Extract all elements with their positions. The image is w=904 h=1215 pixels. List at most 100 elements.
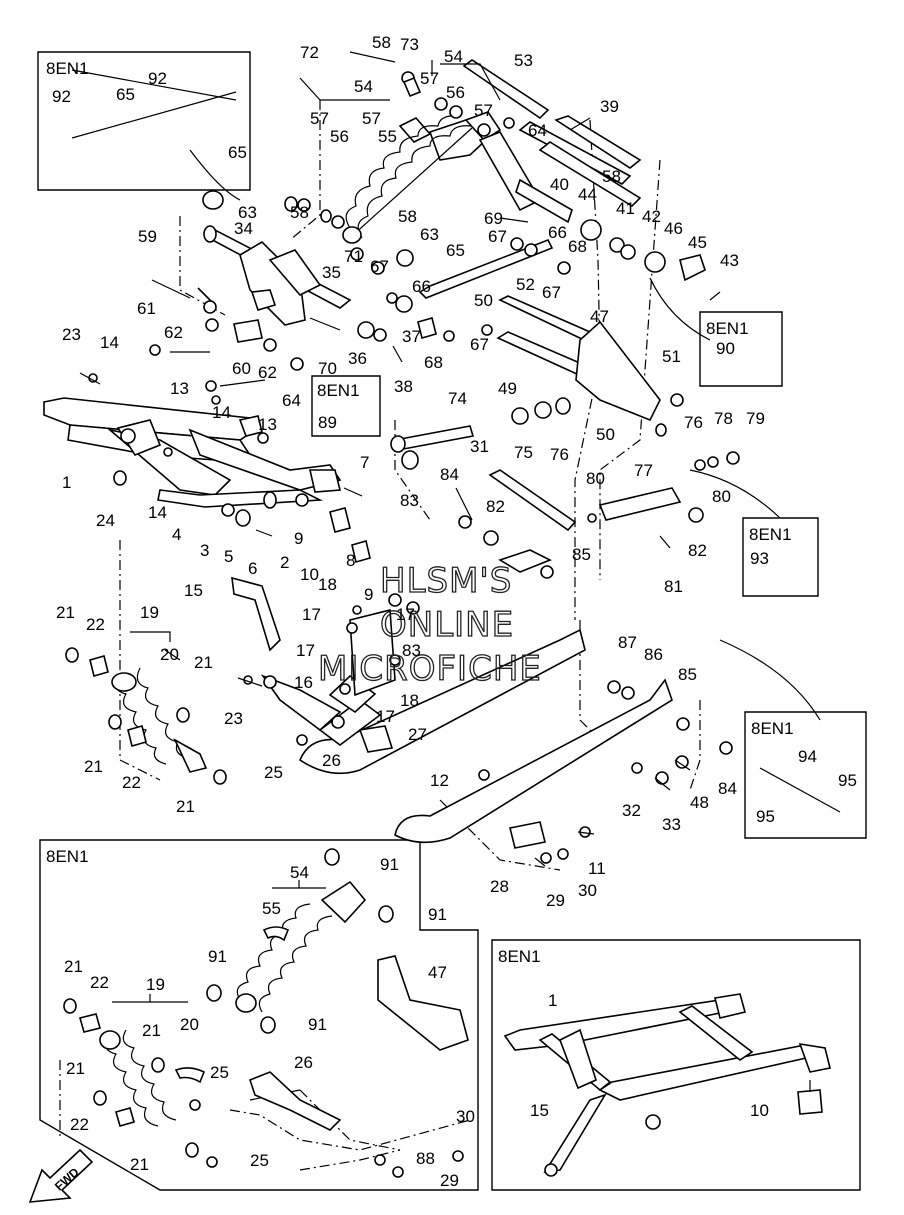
callout-64: 64 <box>282 391 301 410</box>
callout-22: 22 <box>70 1115 89 1134</box>
callout-65: 65 <box>116 85 135 104</box>
fwd-arrow: FWD <box>28 1148 94 1203</box>
callout-15: 15 <box>184 581 203 600</box>
callout-31: 31 <box>470 437 489 456</box>
callout-34: 34 <box>234 219 253 238</box>
callout-17: 17 <box>296 641 315 660</box>
callout-88: 88 <box>416 1149 435 1168</box>
callout-58: 58 <box>372 33 391 52</box>
callout-68: 68 <box>424 353 443 372</box>
callout-46: 46 <box>664 219 683 238</box>
shock-absorber-main <box>342 111 502 244</box>
callout-17: 17 <box>376 707 395 726</box>
callout-54: 54 <box>444 47 463 66</box>
callout-53: 53 <box>514 51 533 70</box>
callout-26: 26 <box>294 1053 313 1072</box>
callout-67: 67 <box>470 335 489 354</box>
callout-76: 76 <box>684 413 703 432</box>
callout-81: 81 <box>664 577 683 596</box>
callout-9: 9 <box>364 585 373 604</box>
callout-57: 57 <box>362 109 381 128</box>
callout-92: 92 <box>52 87 71 106</box>
brackets <box>231 576 546 849</box>
callout-39: 39 <box>600 97 619 116</box>
callout-28: 28 <box>490 877 509 896</box>
rear-arm <box>203 225 352 326</box>
callout-58: 58 <box>290 203 309 222</box>
callout-21: 21 <box>56 603 75 622</box>
callout-95: 95 <box>838 771 857 790</box>
callout-36: 36 <box>348 349 367 368</box>
callout-82: 82 <box>486 497 505 516</box>
callout-80: 80 <box>586 469 605 488</box>
callout-54: 54 <box>354 77 373 96</box>
callout-67: 67 <box>488 227 507 246</box>
callout-19: 19 <box>140 603 159 622</box>
callout-12: 12 <box>430 771 449 790</box>
callout-14: 14 <box>100 333 119 352</box>
callout-29: 29 <box>440 1171 459 1190</box>
callout-21: 21 <box>64 957 83 976</box>
front-arm-frame <box>43 397 342 508</box>
inset-label: 8EN1 <box>498 947 541 966</box>
inset-label: 8EN1 <box>317 381 360 400</box>
callout-93: 93 <box>750 549 769 568</box>
callout-68: 68 <box>568 237 587 256</box>
callout-44: 44 <box>578 185 597 204</box>
callout-59: 59 <box>138 227 157 246</box>
callout-33: 33 <box>662 815 681 834</box>
inset-frame-top-left <box>37 51 251 191</box>
callout-45: 45 <box>688 233 707 252</box>
callout-95: 95 <box>756 807 775 826</box>
callout-41: 41 <box>616 199 635 218</box>
callout-1: 1 <box>548 991 557 1010</box>
callout-5: 5 <box>224 547 233 566</box>
callout-91: 91 <box>308 1015 327 1034</box>
callout-15: 15 <box>530 1101 549 1120</box>
callout-37: 37 <box>402 327 421 346</box>
callout-19: 19 <box>146 975 165 994</box>
callout-85: 85 <box>678 665 697 684</box>
callout-83: 83 <box>400 491 419 510</box>
callout-9: 9 <box>294 529 303 548</box>
hardware <box>65 71 740 864</box>
callout-21: 21 <box>194 653 213 672</box>
callout-54: 54 <box>290 863 309 882</box>
callout-67: 67 <box>370 257 389 276</box>
callout-62: 62 <box>164 323 183 342</box>
callout-85: 85 <box>572 545 591 564</box>
callout-17: 17 <box>396 605 415 624</box>
callout-7: 7 <box>360 453 369 472</box>
callout-72: 72 <box>300 43 319 62</box>
callout-49: 49 <box>498 379 517 398</box>
callout-55: 55 <box>262 899 281 918</box>
callout-77: 77 <box>634 461 653 480</box>
inset-label: 8EN1 <box>46 59 89 78</box>
inset-frame-8en1-93 <box>742 517 819 597</box>
callout-57: 57 <box>474 101 493 120</box>
callout-92: 92 <box>148 69 167 88</box>
watermark: HLSM'S ONLINE MICROFICHE <box>317 560 541 689</box>
callout-91: 91 <box>428 905 447 924</box>
inset-bottom-left-parts <box>63 848 471 1178</box>
callout-25: 25 <box>264 763 283 782</box>
callout-58: 58 <box>398 207 417 226</box>
callout-56: 56 <box>330 127 349 146</box>
callout-43: 43 <box>720 251 739 270</box>
inset-frame-bottom-left <box>39 839 479 1191</box>
callout-22: 22 <box>86 615 105 634</box>
inset-label: 8EN1 <box>749 525 792 544</box>
callout-61: 61 <box>137 299 156 318</box>
callout-75: 75 <box>514 443 533 462</box>
callout-8: 8 <box>346 551 355 570</box>
callout-57: 57 <box>310 109 329 128</box>
callout-21: 21 <box>84 757 103 776</box>
callout-63: 63 <box>238 203 257 222</box>
bolts <box>71 51 841 867</box>
inset-frame-8en1-94 <box>744 711 867 839</box>
callout-21: 21 <box>130 1155 149 1174</box>
callout-84: 84 <box>440 465 459 484</box>
callout-20: 20 <box>180 1015 199 1034</box>
inset-bottom-right-parts <box>503 993 831 1177</box>
callout-65: 65 <box>228 143 247 162</box>
